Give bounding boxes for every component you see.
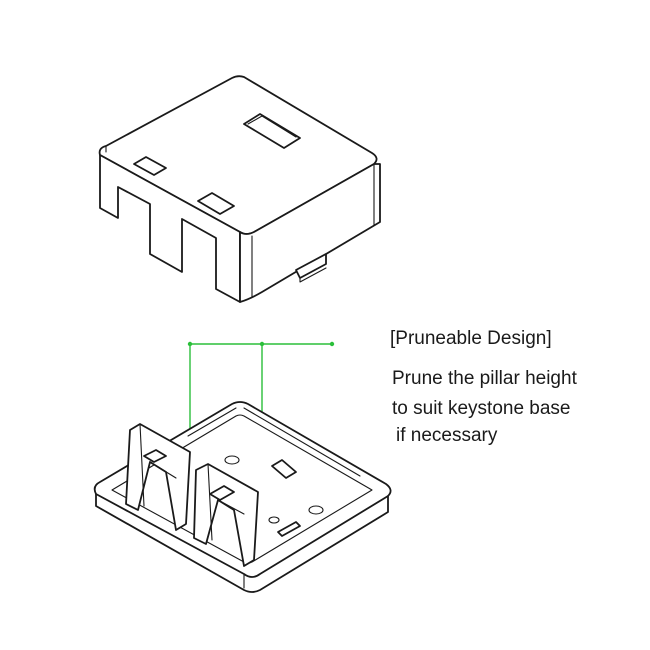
floor-clip	[277, 521, 301, 537]
screw-hole	[268, 516, 280, 524]
pillar-right	[193, 463, 259, 567]
annotation-line-3: if necessary	[396, 425, 498, 446]
inner-wall	[243, 407, 361, 477]
annotation-line-1: Prune the pillar height	[392, 368, 577, 389]
pillar-left	[125, 423, 191, 531]
floor-clip	[271, 459, 297, 479]
pillar-bracket	[209, 485, 235, 501]
top-slot	[243, 113, 301, 149]
pillar-left-inner	[139, 423, 177, 507]
dimension-point	[329, 341, 335, 347]
base-edge	[95, 493, 389, 593]
snap-tab-edge	[299, 267, 327, 283]
pillar-bracket	[143, 449, 167, 463]
snap-tab	[295, 253, 327, 279]
annotation-title: [Pruneable Design]	[390, 328, 552, 349]
box-right-face	[239, 163, 381, 303]
pillar-right-inner	[207, 463, 245, 541]
screw-hole	[308, 505, 324, 515]
assembled-box	[98, 75, 381, 303]
dimension-point	[187, 341, 193, 347]
top-slot-inner	[247, 115, 297, 138]
top-slot	[197, 192, 235, 215]
inner-wall	[187, 407, 237, 437]
top-slot	[133, 156, 167, 176]
screw-hole	[224, 455, 240, 465]
dimension-point	[259, 341, 265, 347]
open-base	[93, 401, 392, 593]
annotation-line-2: to suit keystone base	[392, 398, 571, 419]
